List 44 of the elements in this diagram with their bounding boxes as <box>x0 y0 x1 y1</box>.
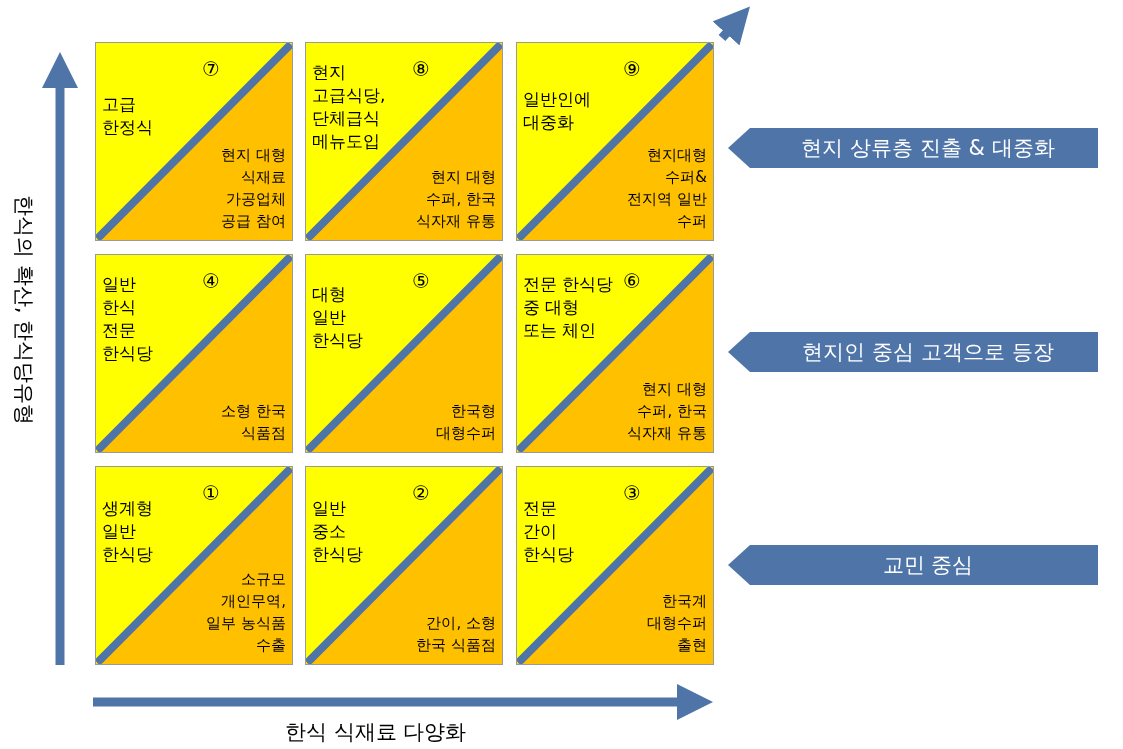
cell-text: 현지 대형 수퍼, 한국 식자재 유통 <box>415 167 496 232</box>
cell-text: 한국형 대형수퍼 <box>435 401 496 444</box>
band-text: 교민 중심 <box>881 552 975 579</box>
cell-number: ⑤ <box>412 269 430 293</box>
axis-label: 한식의 확산, 한식당유형 <box>11 195 37 426</box>
cell-text: 일반 중소 한식당 <box>312 497 364 566</box>
cell-text: 고급 한정식 <box>102 93 154 139</box>
cell-text: 전문 간이 한식당 <box>523 497 575 566</box>
cell-number: ① <box>202 481 220 505</box>
matrix-cell <box>516 254 714 453</box>
cell-text: 생계형 일반 한식당 <box>102 497 154 566</box>
cell-text: 소형 한국 식품점 <box>220 401 286 444</box>
cell-text: 한국계 대형수퍼 출현 <box>646 591 707 656</box>
matrix-cell <box>95 42 293 241</box>
cell-text: 현지 고급식당, 단체급식 메뉴도입 <box>312 61 387 153</box>
matrix-cell <box>305 254 503 453</box>
cell-text: 소규모 개인무역, 일부 농식품 수출 <box>205 569 286 656</box>
arrow-band <box>728 332 1098 372</box>
cell-number: ③ <box>623 481 641 505</box>
matrix-cell <box>516 466 714 665</box>
cell-number: ⑦ <box>202 57 220 81</box>
cell-number: ⑧ <box>412 57 430 81</box>
axis-label: 한식 식재료 다양화 <box>285 719 467 746</box>
cell-text: 현지대형 수퍼&전지역 일반 수퍼 <box>626 145 707 232</box>
cell-text: 대형 일반 한식당 <box>312 283 364 352</box>
matrix-cell <box>305 42 503 241</box>
cell-text: 간이, 소형 한국 식품점 <box>415 613 496 656</box>
arrow-band <box>728 545 1098 585</box>
cell-number: ④ <box>202 269 220 293</box>
matrix-cell <box>95 254 293 453</box>
matrix-cell <box>516 42 714 241</box>
band-text: 현지인 중심 고객으로 등장 <box>801 339 1055 366</box>
cell-text: 일반 한식 전문 한식당 <box>102 273 154 365</box>
cell-number: ② <box>412 481 430 505</box>
cell-number: ⑥ <box>623 269 641 293</box>
matrix-cell <box>305 466 503 665</box>
cell-text: 현지 대형 식재료 가공업체 공급 참여 <box>220 145 286 232</box>
cell-text: 일반인에 대중화 <box>523 88 592 134</box>
cell-text: 전문 한식당 중 대형 또는 체인 <box>523 273 615 342</box>
cell-number: ⑨ <box>623 57 641 81</box>
band-text: 현지 상류층 진출 & 대중화 <box>800 135 1056 162</box>
cell-text: 현지 대형 수퍼, 한국 식자재 유통 <box>626 379 707 444</box>
matrix-cell <box>95 466 293 665</box>
arrow-band <box>728 128 1098 168</box>
